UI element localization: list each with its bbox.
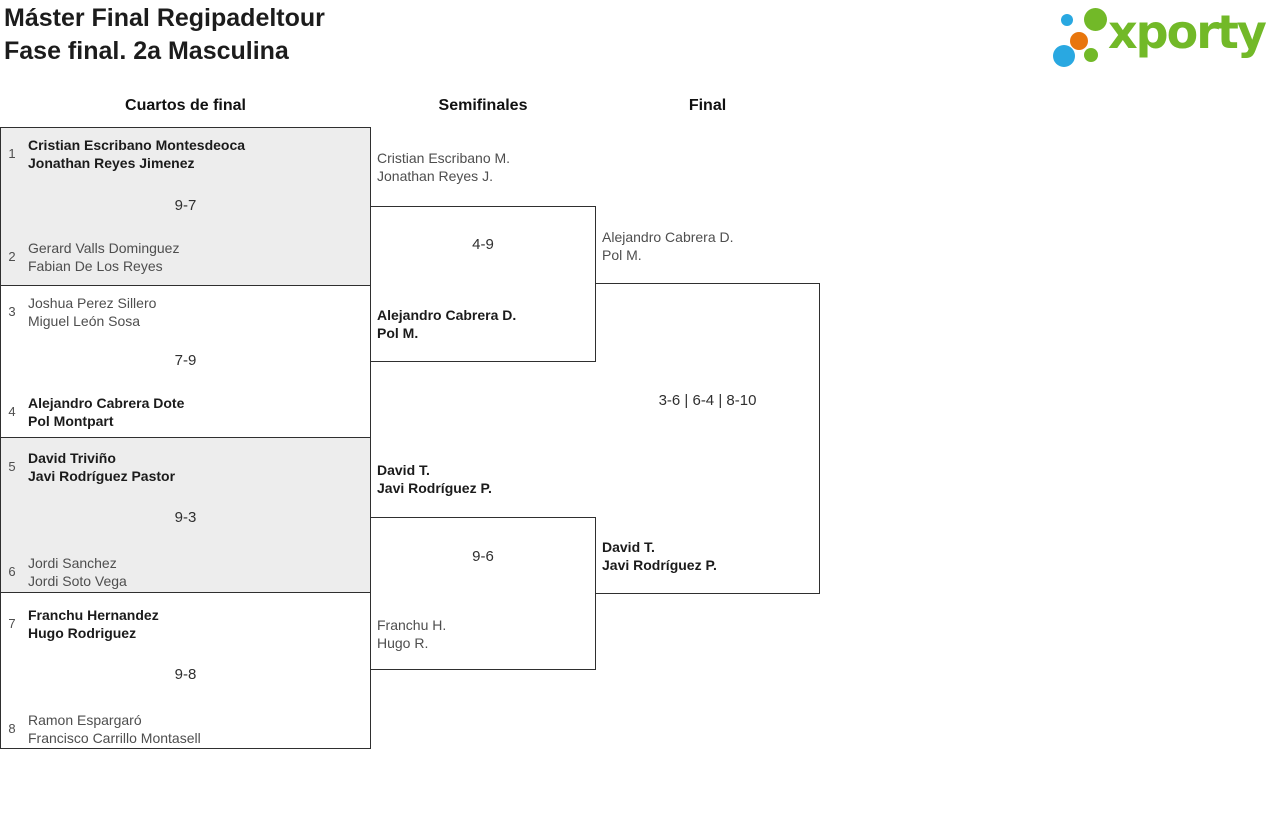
- match-score: 7-9: [174, 352, 197, 369]
- player-name: Jordi Soto Vega: [28, 573, 127, 589]
- team-entry: Ramon Espargaró Francisco Carrillo Monta…: [28, 711, 201, 747]
- match-score: 4-9: [472, 236, 494, 253]
- player-name: Franchu Hernandez: [28, 607, 159, 623]
- team-entry: Franchu Hernandez Hugo Rodriguez: [28, 606, 159, 642]
- player-name: Francisco Carrillo Montasell: [28, 730, 201, 746]
- team-entry: David T. Javi Rodríguez P.: [602, 538, 717, 574]
- page-title: Máster Final Regipadeltour Fase final. 2…: [4, 2, 325, 68]
- player-name: Gerard Valls Dominguez: [28, 240, 180, 256]
- player-name: Javi Rodríguez P.: [602, 557, 717, 573]
- player-name: Ramon Espargaró: [28, 712, 142, 728]
- team-entry: Franchu H. Hugo R.: [377, 616, 446, 652]
- logo-dot-icon: [1084, 48, 1098, 62]
- player-name: Jordi Sanchez: [28, 555, 117, 571]
- player-name: Hugo Rodriguez: [28, 625, 137, 641]
- player-name: Alejandro Cabrera D.: [602, 229, 734, 245]
- player-name: Miguel León Sosa: [28, 313, 141, 329]
- logo-wordmark: xporty: [1108, 5, 1267, 59]
- player-name: Pol Montpart: [28, 413, 114, 429]
- player-name: Cristian Escribano M.: [377, 150, 511, 166]
- seed-number: 7: [8, 616, 16, 631]
- player-name: David Triviño: [28, 450, 116, 466]
- player-name: Pol M.: [377, 325, 419, 341]
- logo-dot-icon: [1061, 14, 1073, 26]
- logo-dot-icon: [1053, 45, 1075, 67]
- xporty-logo[interactable]: xporty: [1045, 0, 1280, 75]
- player-name: Jonathan Reyes Jimenez: [28, 155, 195, 171]
- round-header-semifinals: Semifinales: [438, 97, 528, 114]
- match-score: 9-6: [472, 548, 494, 565]
- seed-number: 6: [8, 564, 16, 579]
- seed-number: 8: [8, 721, 16, 736]
- quarterfinal-match-4-box: [0, 592, 371, 749]
- team-entry: Alejandro Cabrera D. Pol M.: [602, 228, 734, 264]
- player-name: David T.: [602, 539, 655, 555]
- phase-name: Fase final. 2a Masculina: [4, 37, 289, 65]
- team-entry: Jordi Sanchez Jordi Soto Vega: [28, 554, 127, 590]
- match-score: 3-6 | 6-4 | 8-10: [658, 392, 757, 409]
- match-score: 9-7: [174, 197, 197, 214]
- player-name: Alejandro Cabrera D.: [377, 307, 517, 323]
- team-entry: Joshua Perez Sillero Miguel León Sosa: [28, 294, 156, 330]
- semifinal-match-1-box: [370, 206, 596, 362]
- team-entry: Alejandro Cabrera D. Pol M.: [377, 306, 516, 342]
- team-entry: David T. Javi Rodríguez P.: [377, 461, 492, 497]
- team-entry: David Triviño Javi Rodríguez Pastor: [28, 449, 175, 485]
- player-name: Joshua Perez Sillero: [28, 295, 157, 311]
- seed-number: 3: [8, 304, 16, 319]
- team-entry: Cristian Escribano M. Jonathan Reyes J.: [377, 149, 510, 185]
- player-name: Javi Rodríguez Pastor: [28, 468, 176, 484]
- player-name: Franchu H.: [377, 617, 447, 633]
- logo-dot-icon: [1084, 8, 1107, 31]
- seed-number: 1: [8, 146, 16, 161]
- final-match-box: [595, 283, 820, 594]
- match-score: 9-8: [174, 666, 197, 683]
- seed-number: 2: [8, 249, 16, 264]
- player-name: Fabian De Los Reyes: [28, 258, 163, 274]
- player-name: Javi Rodríguez P.: [377, 480, 492, 496]
- team-entry: Gerard Valls Dominguez Fabian De Los Rey…: [28, 239, 179, 275]
- tournament-name: Máster Final Regipadeltour: [4, 4, 325, 32]
- quarterfinal-match-1-box: [0, 127, 371, 286]
- player-name: Pol M.: [602, 247, 642, 263]
- logo-dot-icon: [1070, 32, 1088, 50]
- team-entry: Alejandro Cabrera Dote Pol Montpart: [28, 394, 184, 430]
- round-header-final: Final: [688, 97, 727, 114]
- round-header-quarterfinals: Cuartos de final: [125, 97, 246, 114]
- quarterfinal-match-2-box: [0, 285, 371, 438]
- seed-number: 4: [8, 404, 16, 419]
- seed-number: 5: [8, 459, 16, 474]
- player-name: Jonathan Reyes J.: [377, 168, 493, 184]
- player-name: Cristian Escribano Montesdeoca: [28, 137, 246, 153]
- player-name: David T.: [377, 462, 430, 478]
- player-name: Hugo R.: [377, 635, 429, 651]
- match-score: 9-3: [174, 509, 197, 526]
- player-name: Alejandro Cabrera Dote: [28, 395, 185, 411]
- team-entry: Cristian Escribano Montesdeoca Jonathan …: [28, 136, 245, 172]
